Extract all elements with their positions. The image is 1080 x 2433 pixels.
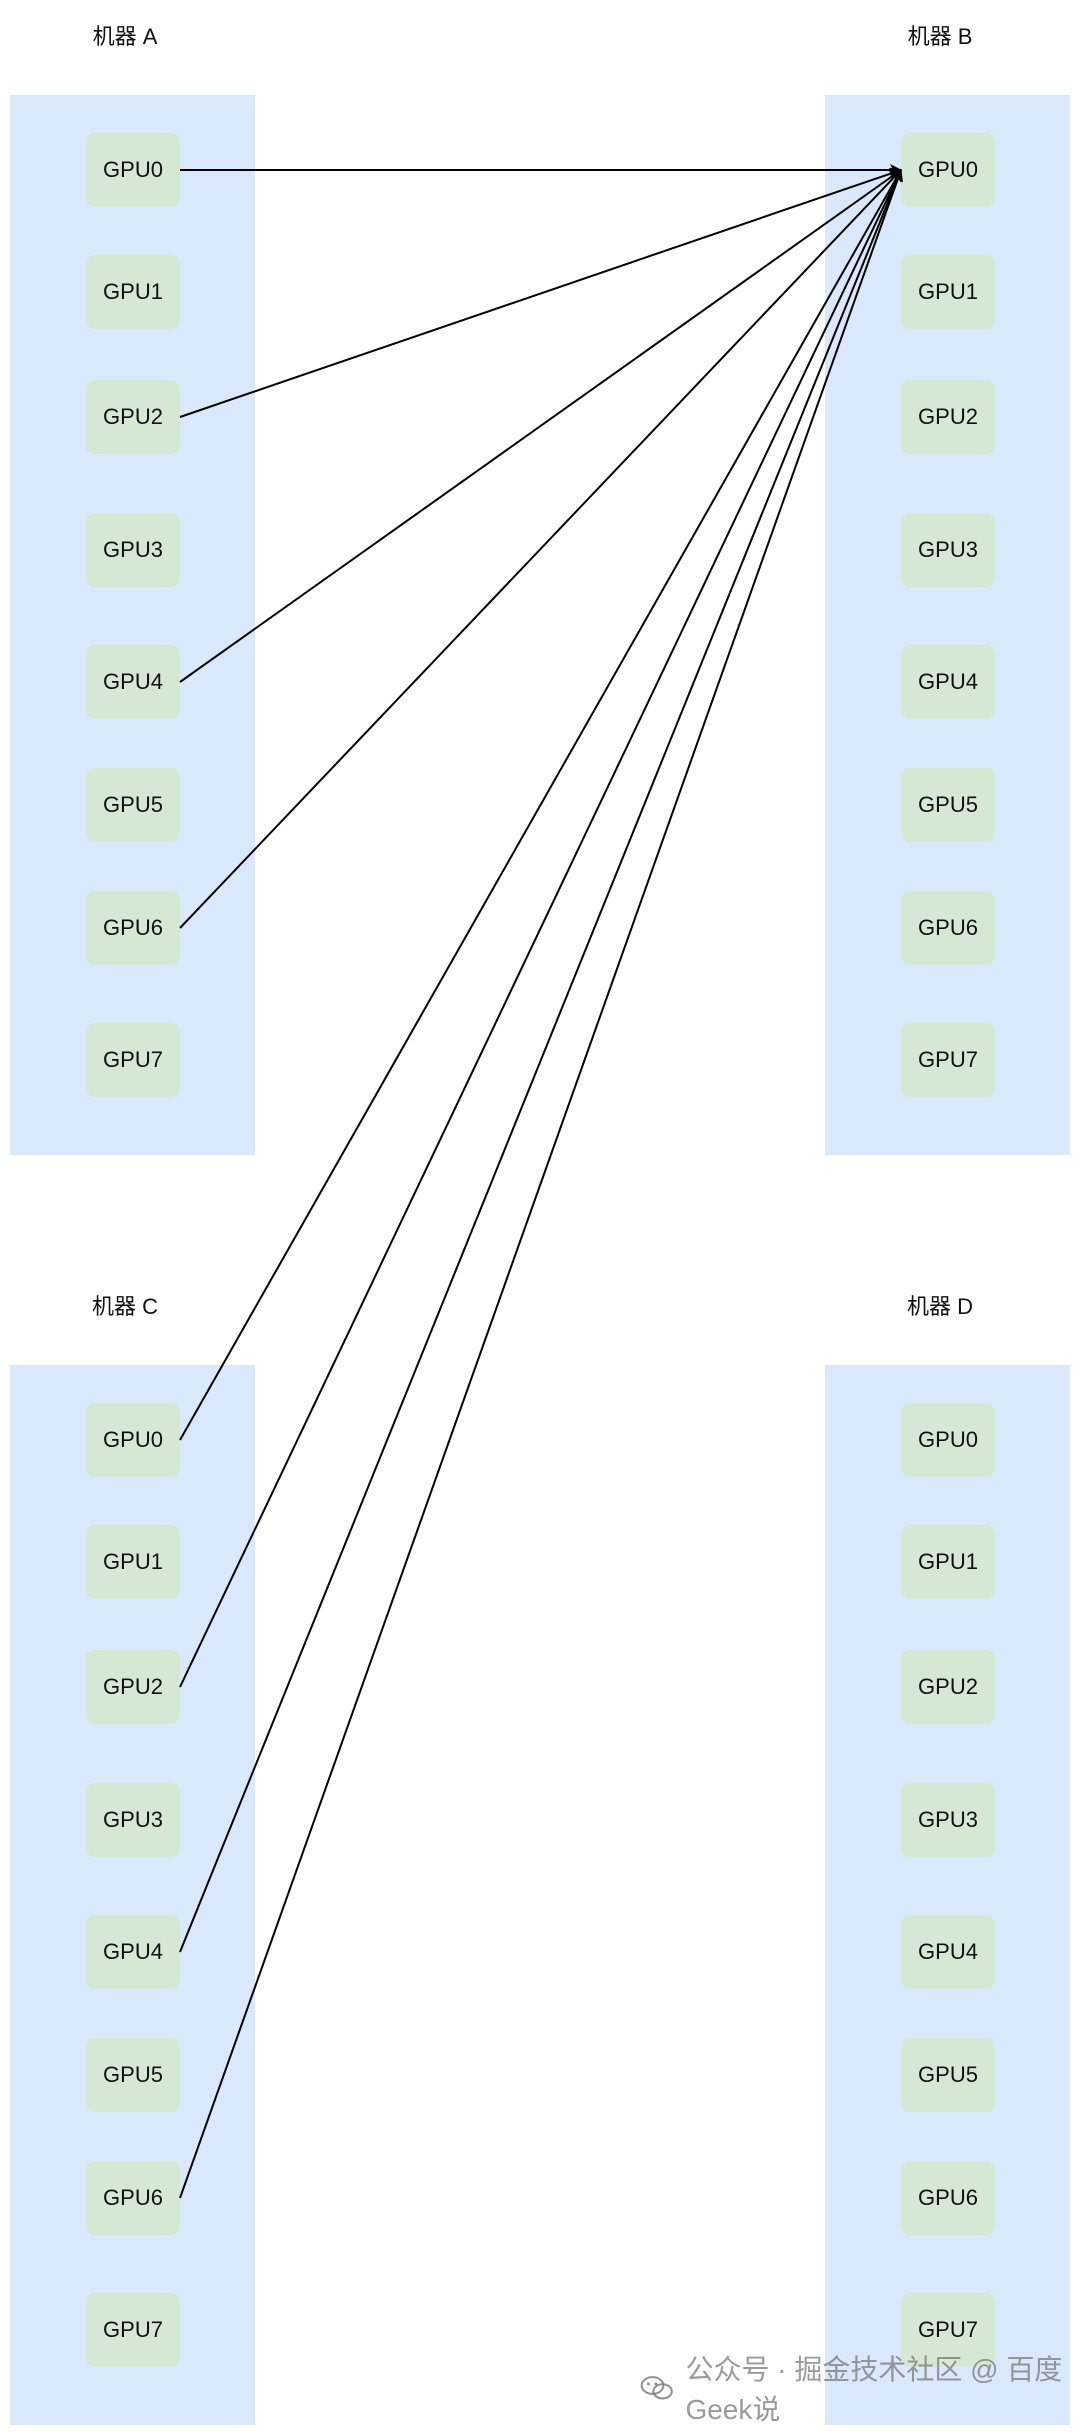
- machine-b-gpu4: GPU4: [901, 645, 995, 719]
- machine-c-gpu7: GPU7: [86, 2293, 180, 2367]
- machine-c-panel: GPU0 GPU1 GPU2 GPU3 GPU4 GPU5 GPU6 GPU7: [10, 1365, 255, 2425]
- link-c-gpu2-to-b-gpu0: [179, 169, 902, 1688]
- machine-d-gpu4: GPU4: [901, 1915, 995, 1989]
- machine-b-gpu0: GPU0: [901, 133, 995, 207]
- machine-a-gpu5: GPU5: [86, 768, 180, 842]
- wechat-icon: [640, 2376, 673, 2400]
- machine-d-gpu6: GPU6: [901, 2161, 995, 2235]
- machine-d-panel: GPU0 GPU1 GPU2 GPU3 GPU4 GPU5 GPU6 GPU7: [825, 1365, 1070, 2425]
- machine-a-gpu1: GPU1: [86, 255, 180, 329]
- link-c-gpu6-to-b-gpu0: [179, 169, 903, 2199]
- machine-d-gpu5: GPU5: [901, 2038, 995, 2112]
- machine-b-gpu1: GPU1: [901, 255, 995, 329]
- machine-c-gpu6: GPU6: [86, 2161, 180, 2235]
- machine-c-gpu4: GPU4: [86, 1915, 180, 1989]
- machine-b-gpu5: GPU5: [901, 768, 995, 842]
- machine-c-gpu3: GPU3: [86, 1783, 180, 1857]
- watermark: 公众号 · 掘金技术社区 @ 百度Geek说: [640, 2354, 1080, 2425]
- machine-a-gpu3: GPU3: [86, 513, 180, 587]
- machine-c-gpu2: GPU2: [86, 1650, 180, 1724]
- machine-b-gpu7: GPU7: [901, 1023, 995, 1097]
- machine-d-label: 机器 D: [906, 1294, 973, 1319]
- machine-c-gpu5: GPU5: [86, 2038, 180, 2112]
- machine-d-gpu2: GPU2: [901, 1650, 995, 1724]
- watermark-text: 公众号 · 掘金技术社区 @ 百度Geek说: [685, 2354, 1063, 2425]
- machine-a-label: 机器 A: [92, 24, 158, 49]
- machine-a-gpu7: GPU7: [86, 1023, 180, 1097]
- machine-d-gpu0: GPU0: [901, 1403, 995, 1477]
- machine-b-gpu6: GPU6: [901, 891, 995, 965]
- machine-a-gpu4: GPU4: [86, 645, 180, 719]
- machine-c-gpu0: GPU0: [86, 1403, 180, 1477]
- link-c-gpu0-to-b-gpu0: [179, 169, 902, 1441]
- machine-a-gpu6: GPU6: [86, 891, 180, 965]
- link-a-gpu6-to-b-gpu0: [179, 169, 902, 929]
- machine-a-gpu2: GPU2: [86, 380, 180, 454]
- machine-c-gpu1: GPU1: [86, 1525, 180, 1599]
- machine-a-gpu0: GPU0: [86, 133, 180, 207]
- machine-d-gpu3: GPU3: [901, 1783, 995, 1857]
- machine-b-label: 机器 B: [907, 24, 973, 49]
- link-a-gpu2-to-b-gpu0: [179, 167, 902, 418]
- machine-a-panel: GPU0 GPU1 GPU2 GPU3 GPU4 GPU5 GPU6 GPU7: [10, 95, 255, 1155]
- machine-b-gpu3: GPU3: [901, 513, 995, 587]
- machine-b-gpu2: GPU2: [901, 380, 995, 454]
- machine-d-gpu7: GPU7: [901, 2293, 995, 2367]
- machine-d-gpu1: GPU1: [901, 1525, 995, 1599]
- link-c-gpu4-to-b-gpu0: [179, 169, 903, 1953]
- link-a-gpu4-to-b-gpu0: [179, 169, 902, 683]
- machine-c-label: 机器 C: [91, 1294, 158, 1319]
